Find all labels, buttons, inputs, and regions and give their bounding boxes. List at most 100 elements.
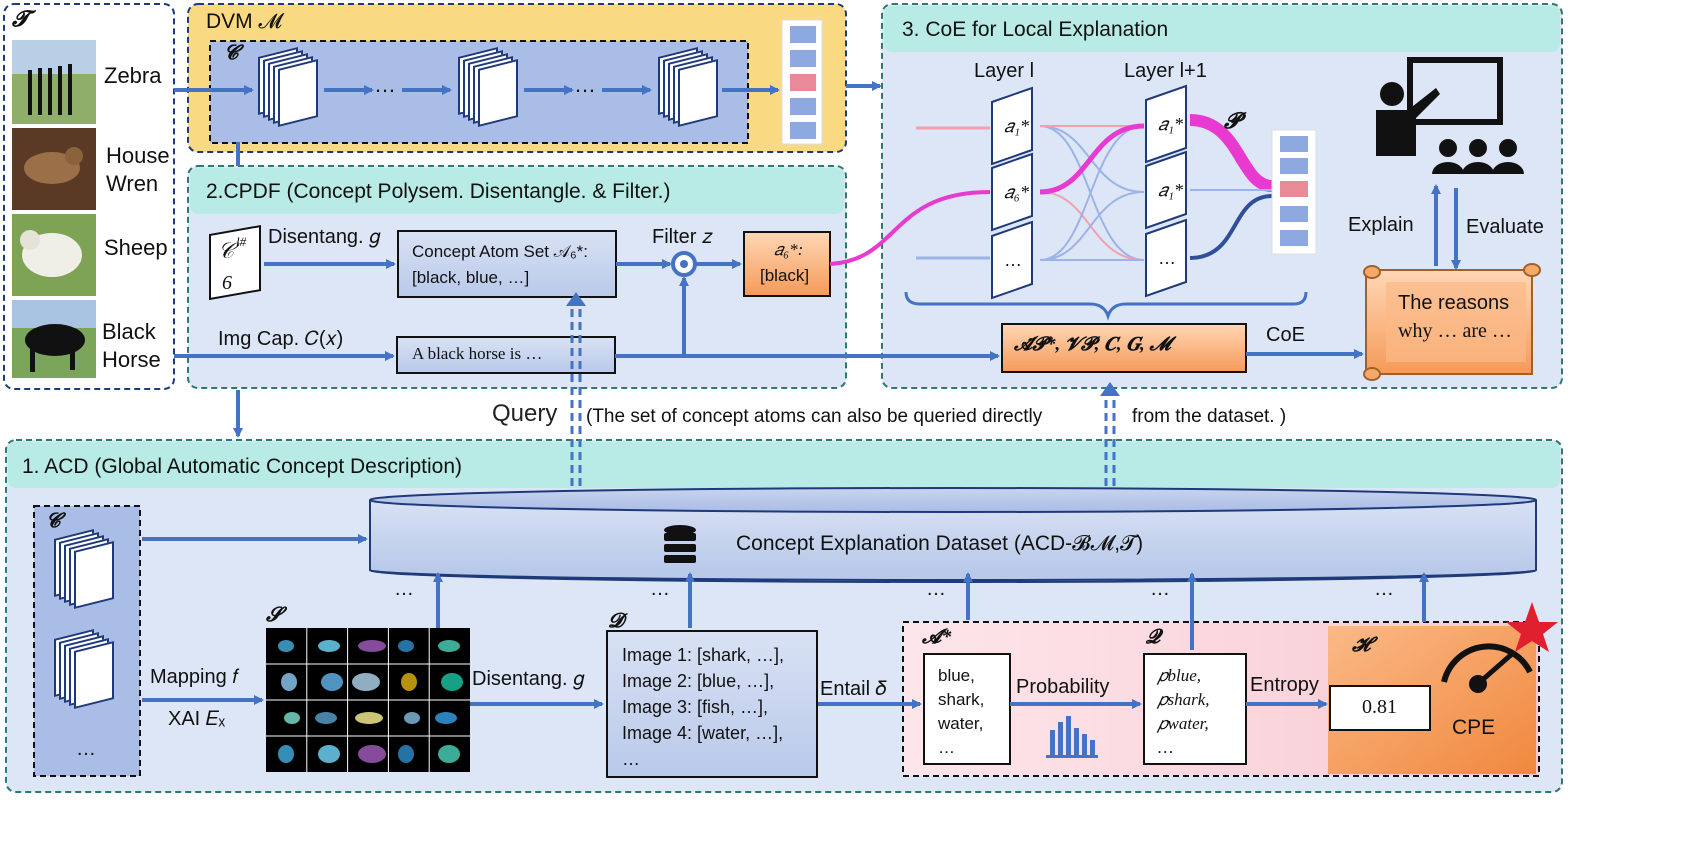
prob-row-3: 𝑝water, <box>1158 714 1209 733</box>
params-text: 𝓐̃𝓟*, 𝓥𝓟, 𝑪, 𝑮, 𝓜 <box>1014 334 1171 355</box>
zebra-image <box>12 40 96 124</box>
filter-label: Filter 𝑧 <box>652 226 713 248</box>
caption-text: A black horse is … <box>412 344 543 363</box>
layer-l-neurons <box>991 86 1033 300</box>
concept-card-icon <box>209 224 261 301</box>
gauge-icon <box>1441 643 1533 693</box>
dvm-ellipsis-2: … <box>574 72 596 97</box>
magenta-path <box>829 190 991 266</box>
ellipsis-d: … <box>650 578 670 600</box>
cpe-value: 0.81 <box>1362 696 1397 718</box>
teacher-icon <box>1376 57 1524 174</box>
database-icon <box>664 525 696 563</box>
filtered-atom-line2: [black] <box>760 266 810 285</box>
image-atom-list: Image 1: [shark, …], Image 2: [blue, …], I… <box>622 642 784 772</box>
s-symbol: 𝓢 <box>266 604 282 626</box>
star-icon <box>1506 602 1558 652</box>
ellipsis-h: … <box>1374 578 1394 600</box>
a-symbol: 𝓐* <box>922 626 952 648</box>
image-atom-row-1: Image 1: [shark, …], <box>622 645 785 665</box>
neuron-l-3: … <box>1004 250 1022 270</box>
concept-card-symbol: 𝒞 <box>218 238 235 263</box>
label-black-horse: Black Horse <box>102 319 161 372</box>
house-wren-image <box>12 128 96 210</box>
atom-set-line2: [black, blue, …] <box>412 268 530 287</box>
flow-arrows <box>142 81 1461 709</box>
disentangled-images-box <box>606 630 818 778</box>
ellipsis-q: … <box>1150 578 1170 600</box>
image-atom-row-2: Image 2: [blue, …], <box>622 671 775 691</box>
dvm-ellipsis-1: … <box>374 72 396 97</box>
sheep-image <box>12 214 96 296</box>
cpdf-title: 2.CPDF (Concept Polysem. Disentangle. & … <box>206 180 671 203</box>
probability-label: Probability <box>1016 676 1110 698</box>
atom-row-3: water, <box>938 714 984 733</box>
neuron-l-1: 𝑎₁* <box>1004 116 1030 136</box>
prob-row-4: … <box>1158 738 1174 757</box>
layer-l1-label: Layer l+1 <box>1124 60 1207 82</box>
bar-chart-icon <box>1046 716 1098 758</box>
atom-set-box <box>397 230 617 298</box>
dvm-c-symbol: 𝓒 <box>224 42 239 64</box>
q-symbol: 𝓠 <box>1146 626 1161 648</box>
reasons-line1: The reasons <box>1398 292 1510 314</box>
path-p-symbol: 𝓟 <box>1224 108 1240 133</box>
entropy-label: Entropy <box>1250 674 1319 696</box>
filtered-atom-line1: 𝑎₆*: <box>774 240 804 259</box>
concept-card-stack-icon <box>54 629 126 714</box>
layer-l1-neurons <box>1145 84 1187 298</box>
query-note-left: (The set of concept atoms can also be qu… <box>586 406 1043 427</box>
prob-list: 𝑝blue,𝑝shark,𝑝water,… <box>1158 664 1210 760</box>
saliency-grid <box>266 628 470 772</box>
coe-output-vector <box>1271 129 1317 255</box>
explain-label: Explain <box>1348 214 1414 236</box>
concept-card-sup: l# <box>236 234 247 249</box>
concept-card-stack-icon <box>658 47 730 132</box>
ellipsis-a: … <box>926 578 946 600</box>
dataset-label: Concept Explanation Dataset (ACD-𝓑𝓜,𝓣) <box>736 532 1144 555</box>
image-atom-row-5: … <box>622 749 640 769</box>
atom-row-4: … <box>938 738 955 757</box>
dvm-output-vector <box>781 19 823 145</box>
neuron-l1-3: … <box>1158 248 1176 268</box>
mapping-label: Mapping 𝑓 <box>150 666 239 688</box>
label-zebra: Zebra <box>104 63 162 88</box>
dataset-cylinder <box>369 487 1537 583</box>
concept-card-stack-icon <box>258 47 330 132</box>
params-box <box>1001 323 1247 373</box>
h-symbol: 𝓗 <box>1352 634 1371 656</box>
d-symbol: 𝓓 <box>608 610 624 632</box>
atom-list: blue, shark, water, … <box>938 664 984 760</box>
atom-row-1: blue, <box>938 666 975 685</box>
concept-card-stack-icon <box>458 47 530 132</box>
image-atom-row-4: Image 4: [water, …], <box>622 723 784 743</box>
concept-card-stack-icon <box>54 529 126 614</box>
atom-row-2: shark, <box>938 690 985 709</box>
cpe-label: CPE <box>1452 716 1496 739</box>
neuron-l1-1: 𝑎₁* <box>1158 114 1184 134</box>
query-label: Query <box>492 400 558 427</box>
acd-c-ellipsis: … <box>76 738 96 760</box>
coe-label: CoE <box>1266 324 1305 346</box>
image-atom-row-3: Image 3: [fish, …], <box>622 697 769 717</box>
black-horse-image <box>12 300 96 378</box>
layer-brace <box>904 291 1308 321</box>
prob-row-2: 𝑝shark, <box>1158 690 1210 709</box>
dataset-symbol: 𝓣 <box>12 6 29 31</box>
ellipsis-s: … <box>394 578 414 600</box>
disentang-acd-label: Disentang. 𝑔 <box>472 668 585 690</box>
coe-title: 3. CoE for Local Explanation <box>902 18 1169 41</box>
atom-set-line1: Concept Atom Set 𝒜₆*: <box>412 242 589 261</box>
explanation-scroll <box>1363 263 1541 381</box>
filtered-atom-box <box>743 231 831 297</box>
label-house-wren: House Wren <box>106 143 170 196</box>
neuron-l1-2: 𝑎₁* <box>1158 180 1184 200</box>
concept-card-num: 6 <box>222 272 232 294</box>
entail-label: Entail 𝛿 <box>820 678 887 700</box>
dvm-title: DVM 𝓜 <box>206 10 283 33</box>
layer-l-label: Layer l <box>974 60 1035 82</box>
reasons-line2: why … are … <box>1398 320 1512 342</box>
query-note-right: from the dataset. ) <box>1132 406 1287 427</box>
xai-label: XAI 𝐸ₓ <box>168 708 226 730</box>
